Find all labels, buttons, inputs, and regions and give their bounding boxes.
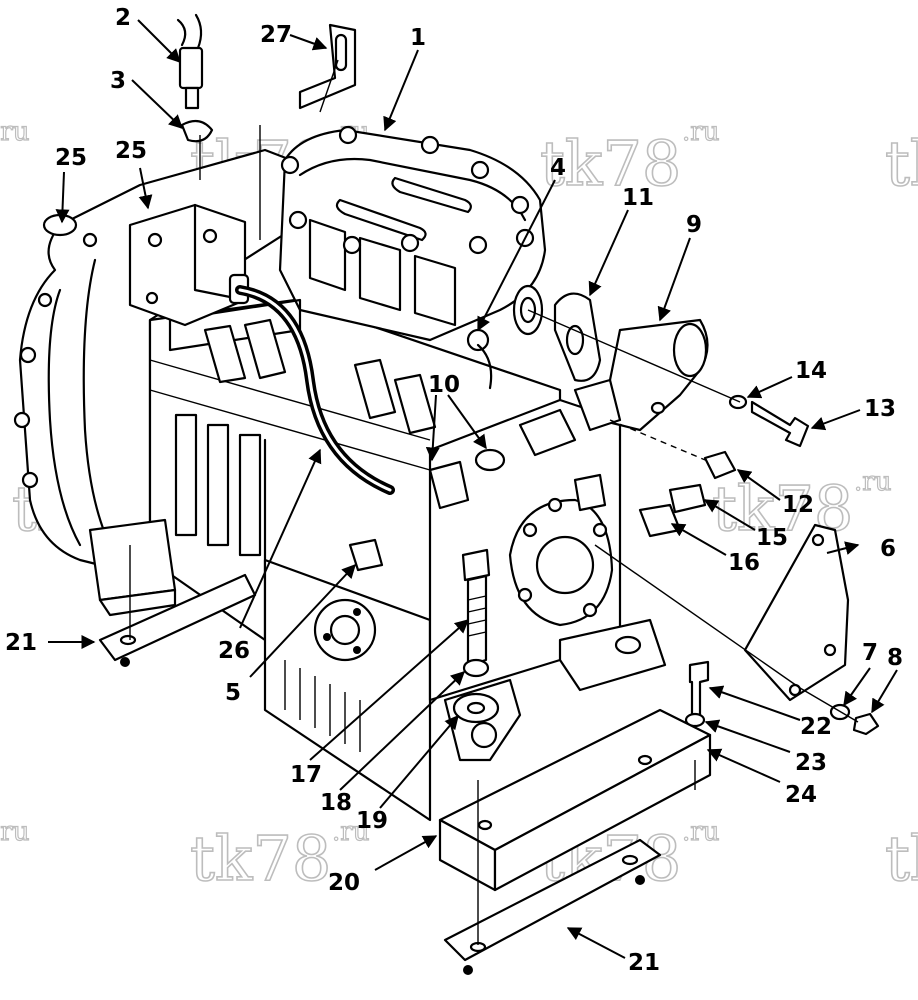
callout-26: 25: [115, 138, 147, 164]
callout-12: 12: [782, 492, 814, 518]
watermark: tk78: [885, 127, 918, 200]
bolt-17: [461, 548, 491, 667]
callout-22: 22: [800, 714, 832, 740]
callout-16: 16: [728, 550, 760, 576]
watermark-suffix: .ru: [332, 817, 369, 847]
callout-7: 7: [862, 640, 878, 666]
callout-20: 20: [328, 870, 360, 896]
callouts: 2 3 27 1 4 11 9 14 13 10 12 15 16 6 7 8 …: [5, 5, 903, 976]
compressor-body: [13, 125, 667, 822]
callout-3: 3: [110, 68, 126, 94]
watermark: tk78: [190, 822, 331, 895]
callout-9: 9: [686, 212, 702, 238]
mount-bracket-21-lower: [443, 838, 662, 975]
callout-2: 2: [115, 5, 131, 31]
watermark-suffix: .ru: [682, 117, 719, 147]
mount-rail-20: [438, 708, 712, 892]
fitting-15: [668, 483, 707, 514]
nut-4: [466, 328, 490, 352]
o-ring-25: [42, 213, 78, 237]
watermark-suffix: .ru: [682, 817, 719, 847]
pressure-switch: [176, 13, 214, 143]
callout-25: 25: [55, 145, 87, 171]
callout-17: 17: [290, 762, 322, 788]
callout-4: 4: [550, 155, 566, 181]
callout-28: 27: [260, 22, 292, 48]
fitting-10: [428, 448, 506, 510]
callout-21-lower: 21: [628, 950, 660, 976]
watermark-suffix: .ru: [854, 467, 891, 497]
plug-5: [348, 538, 384, 572]
watermark: tk78: [885, 822, 918, 895]
callout-24: 24: [785, 782, 817, 808]
callout-13: 13: [864, 396, 896, 422]
watermark-suffix: .ru: [0, 817, 29, 847]
callout-1: 1: [410, 25, 426, 51]
washer-18: [462, 658, 490, 678]
callout-27: 26: [218, 638, 250, 664]
callout-6: 6: [880, 536, 896, 562]
callout-11: 11: [622, 185, 654, 211]
callout-21-upper: 21: [5, 630, 37, 656]
washer-23: [684, 712, 706, 728]
bolt-13: [750, 400, 810, 448]
callout-23: 23: [795, 750, 827, 776]
assembly-centerlines: [129, 59, 859, 945]
callout-14: 14: [795, 358, 827, 384]
fitting-12: [703, 450, 737, 480]
leader-lines: [48, 19, 898, 959]
callout-5: 5: [225, 680, 241, 706]
service-valve: [573, 318, 709, 432]
nut-8: [852, 712, 880, 736]
watermark: tk78: [540, 127, 681, 200]
callout-19: 19: [356, 808, 388, 834]
callout-8: 8: [887, 645, 903, 671]
bolt-22: [688, 660, 710, 724]
washer-14: [728, 394, 748, 410]
mount-plate-6: [743, 523, 850, 702]
callout-18: 18: [320, 790, 352, 816]
callout-15: 15: [756, 525, 788, 551]
callout-10: 10: [428, 372, 460, 398]
terminal-box: [128, 203, 250, 327]
watermark-suffix: .ru: [0, 117, 29, 147]
